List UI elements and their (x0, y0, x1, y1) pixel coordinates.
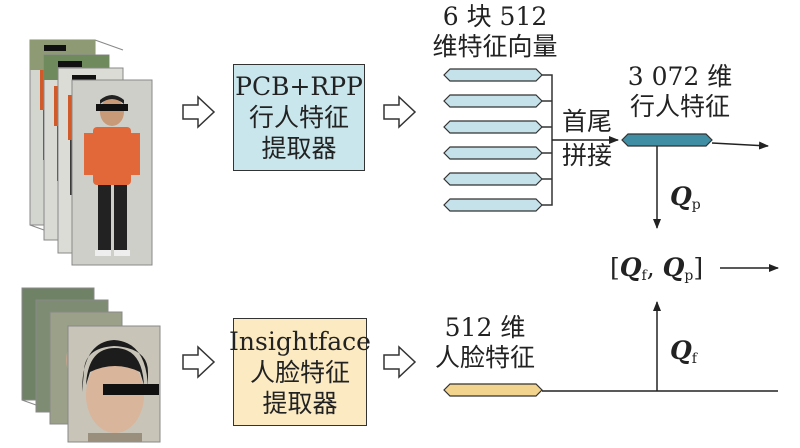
part-vector (443, 146, 543, 160)
person-extractor-line1: PCB+RPP (235, 72, 363, 101)
combined-close-bracket: ] (693, 253, 704, 282)
qp-label: Qp (670, 182, 701, 220)
face-extractor-line2: 人脸特征 (249, 357, 350, 387)
qf-letter: Q (670, 336, 692, 365)
person-extractor-line2: 行人特征 (248, 103, 349, 132)
combined-open-bracket: [ (610, 253, 620, 282)
person-feature-label-line1: 3 072 维 (627, 62, 733, 91)
combined-q2: Q (662, 253, 685, 282)
part-vectors-label: 6 块 512 维特征向量 (415, 2, 575, 62)
face-extractor-line3: 提取器 (262, 388, 338, 418)
qp-letter: Q (670, 182, 692, 211)
part-vector (443, 68, 543, 82)
person-feature-label: 3 072 维 行人特征 (610, 62, 750, 122)
person-image-stack (29, 39, 153, 266)
face-feature-vector (443, 383, 543, 397)
face-extractor-box: Insightface 人脸特征 提取器 (229, 318, 371, 426)
face-feature-label-line1: 512 维 (444, 313, 526, 342)
person-extractor-line3: 提取器 (261, 134, 337, 163)
person-feature-label-line2: 行人特征 (629, 92, 730, 121)
person-output-arrow (711, 141, 769, 150)
hollow-arrow-4 (383, 345, 417, 379)
part-vector (443, 172, 543, 186)
face-feature-label: 512 维 人脸特征 (420, 313, 550, 373)
concat-label-line1: 首尾 (562, 107, 613, 136)
face-feature-label-line2: 人脸特征 (434, 343, 535, 372)
combined-sub2: p (684, 268, 694, 284)
person-feature-vector (621, 133, 713, 147)
part-vectors (443, 68, 543, 212)
hollow-arrow-1 (182, 95, 216, 129)
concat-label: 首尾 拼接 (562, 105, 612, 173)
hollow-arrow-2 (383, 95, 417, 129)
hollow-arrow-3 (182, 345, 216, 379)
combined-feature-label: [Qf, Qp] (610, 253, 703, 291)
part-vectors-label-line2: 维特征向量 (432, 32, 558, 61)
face-image-stack (21, 287, 161, 443)
part-vectors-label-line1: 6 块 512 (442, 2, 548, 31)
qf-label: Qf (670, 336, 697, 374)
part-vector (443, 198, 543, 212)
concat-label-line2: 拼接 (562, 141, 613, 170)
concat-bracket (542, 74, 553, 206)
combined-comma: , (646, 253, 655, 282)
face-extractor-line1: Insightface (229, 326, 371, 356)
part-vector (443, 120, 543, 134)
qf-subscript: f (691, 351, 697, 367)
combined-q1: Q (619, 253, 642, 282)
combined-sub1: f (641, 268, 647, 284)
qp-subscript: p (691, 197, 701, 213)
part-vector (443, 94, 543, 108)
person-extractor-box: PCB+RPP 行人特征 提取器 (233, 64, 365, 171)
